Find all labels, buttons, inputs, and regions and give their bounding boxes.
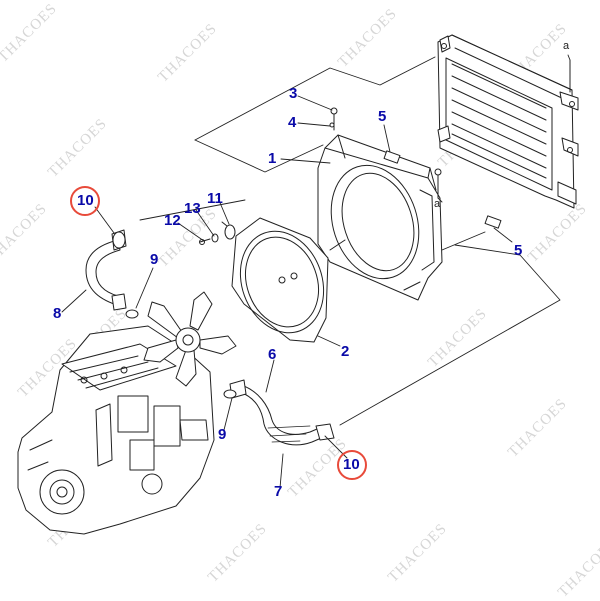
callout-10: 10 xyxy=(77,192,94,209)
callout-12: 12 xyxy=(164,212,181,229)
callout-5: 5 xyxy=(514,242,523,259)
callout-9: 9 xyxy=(218,426,227,443)
assembly-boundary-lines xyxy=(139,56,561,426)
reference-label-a: a xyxy=(434,198,441,210)
callout-2: 2 xyxy=(341,343,350,360)
callout-7: 7 xyxy=(274,483,283,500)
callout-4: 4 xyxy=(288,114,297,131)
callout-11: 11 xyxy=(207,190,223,207)
callout-3: 3 xyxy=(289,85,298,102)
callout-1: 1 xyxy=(268,150,277,167)
hardware-bolts xyxy=(199,224,236,245)
leader-lines xyxy=(61,54,571,489)
reference-label-a: a xyxy=(563,40,570,52)
cooling-fan xyxy=(143,291,237,387)
callout-8: 8 xyxy=(53,305,62,322)
callout-6: 6 xyxy=(268,346,277,363)
lower-hose xyxy=(229,379,335,446)
fan-guard xyxy=(221,217,329,343)
callout-10: 10 xyxy=(343,456,360,473)
fan-shroud xyxy=(317,107,502,301)
hose-clamps xyxy=(125,309,237,399)
radiator xyxy=(437,34,579,209)
callout-13: 13 xyxy=(184,200,201,217)
upper-hose xyxy=(85,229,127,311)
highlight-circle xyxy=(337,450,367,480)
callout-9: 9 xyxy=(150,251,159,268)
highlight-circle xyxy=(70,186,100,216)
callout-5: 5 xyxy=(378,108,387,125)
